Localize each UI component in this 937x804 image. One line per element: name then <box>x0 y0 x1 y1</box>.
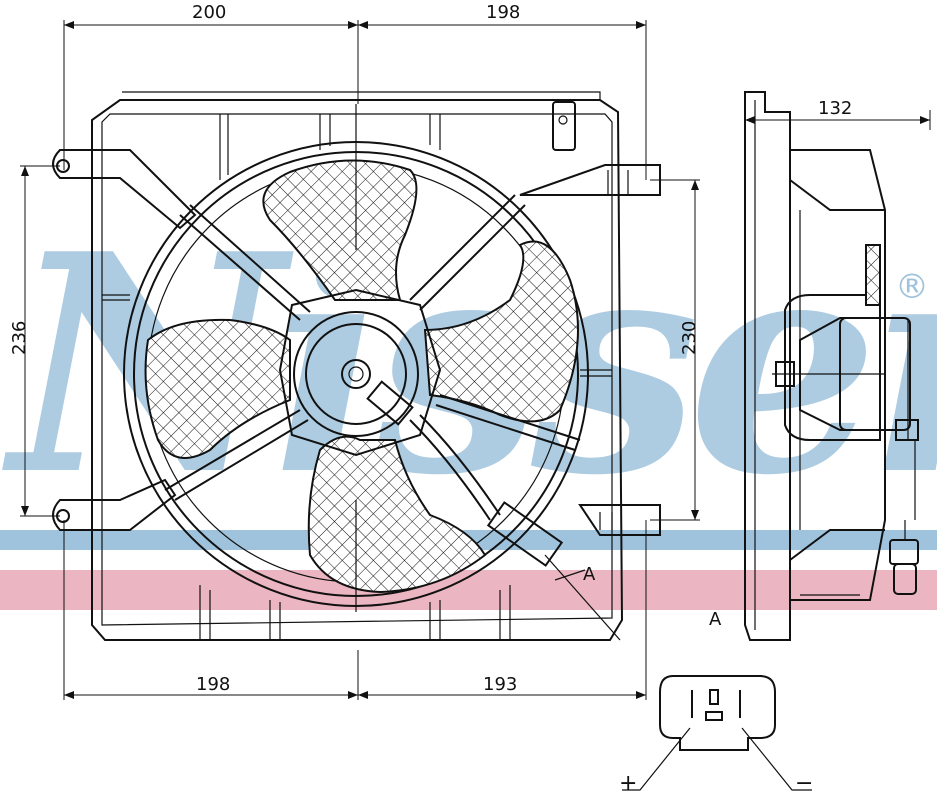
dim-top-right: 198 <box>486 2 520 23</box>
dimension-lines <box>20 20 700 700</box>
dim-top-left: 200 <box>192 2 226 23</box>
fan-blades <box>144 159 579 594</box>
dim-bottom-left: 198 <box>196 674 230 695</box>
terminal-plus: + <box>619 771 637 796</box>
dim-side-depth: 132 <box>818 98 852 119</box>
terminal-minus: − <box>795 771 813 796</box>
detail-a-connector <box>622 675 812 791</box>
dim-bottom-right: 193 <box>483 674 517 695</box>
detail-a-callout: A <box>583 564 596 585</box>
fan-blade <box>307 435 487 594</box>
fan-side-view <box>744 91 931 641</box>
fan-blade <box>262 159 418 301</box>
fan-shroud-front-view <box>52 91 661 641</box>
detail-a-title: A <box>709 609 722 630</box>
motor-hub <box>278 288 501 521</box>
connector-plug <box>486 501 621 641</box>
dim-right-height: 230 <box>679 321 700 355</box>
motor-struts <box>164 104 581 612</box>
dim-left-height: 236 <box>9 321 30 355</box>
brand-bands <box>0 530 937 610</box>
registered-mark: ® <box>895 267 929 307</box>
fan-blade <box>144 318 291 459</box>
